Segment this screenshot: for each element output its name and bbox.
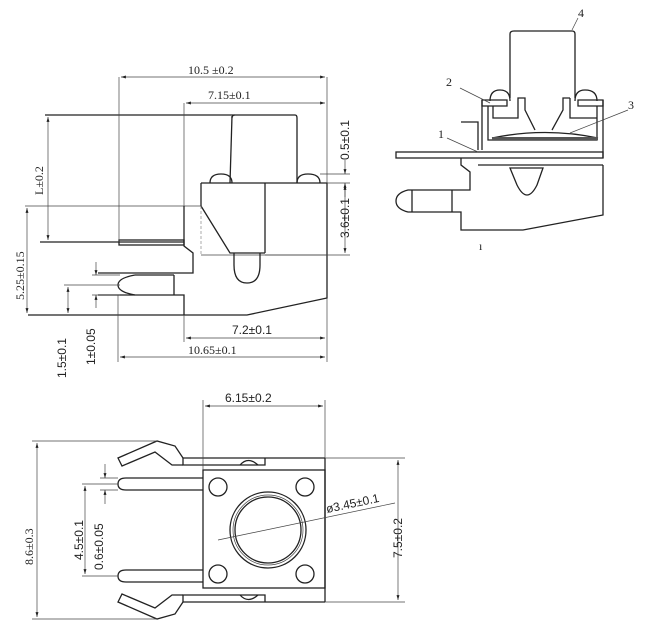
dim-pin-width: 0.6±0.05 — [92, 523, 106, 570]
bottom-mark: ı — [479, 239, 483, 253]
dim-pin-pitch: 4.5±0.1 — [72, 520, 86, 560]
callout-2: 2 — [446, 75, 452, 89]
dim-body-length: 7.15±0.1 — [208, 88, 251, 102]
dim-total-length: 10.65±0.1 — [188, 343, 237, 357]
dim-actuator-height: L±0.2 — [32, 166, 46, 195]
callout-4: 3 — [628, 98, 634, 112]
dim-body-width: 6.15±0.2 — [225, 391, 272, 405]
dim-body-height: 7.5±0.2 — [391, 518, 405, 558]
section-view: 4 2 1 3 ı — [395, 6, 634, 253]
dim-base-length: 7.2±0.1 — [232, 323, 272, 337]
dim-plate-height: 5.25±0.15 — [13, 251, 27, 300]
dim-bump: 0.5±0.1 — [338, 120, 352, 160]
dim-overall-length: 10.5 ±0.2 — [188, 63, 234, 77]
top-view: 6.15±0.2 8.6±0.3 4.5±0.1 0.6±0.05 ø3.45±… — [22, 391, 405, 620]
dim-overall-height: 8.6±0.3 — [22, 528, 36, 565]
dim-pin-thickness: 1±0.05 — [84, 328, 98, 365]
side-view: 10.5 ±0.2 7.15±0.1 L±0.2 0.5±0.1 3.6±0.1… — [13, 63, 352, 378]
dim-body-height: 3.6±0.1 — [338, 198, 352, 238]
callout-3: 4 — [578, 6, 584, 20]
callout-1: 1 — [438, 127, 444, 141]
dim-pin-offset: 1.5±0.1 — [55, 338, 69, 378]
